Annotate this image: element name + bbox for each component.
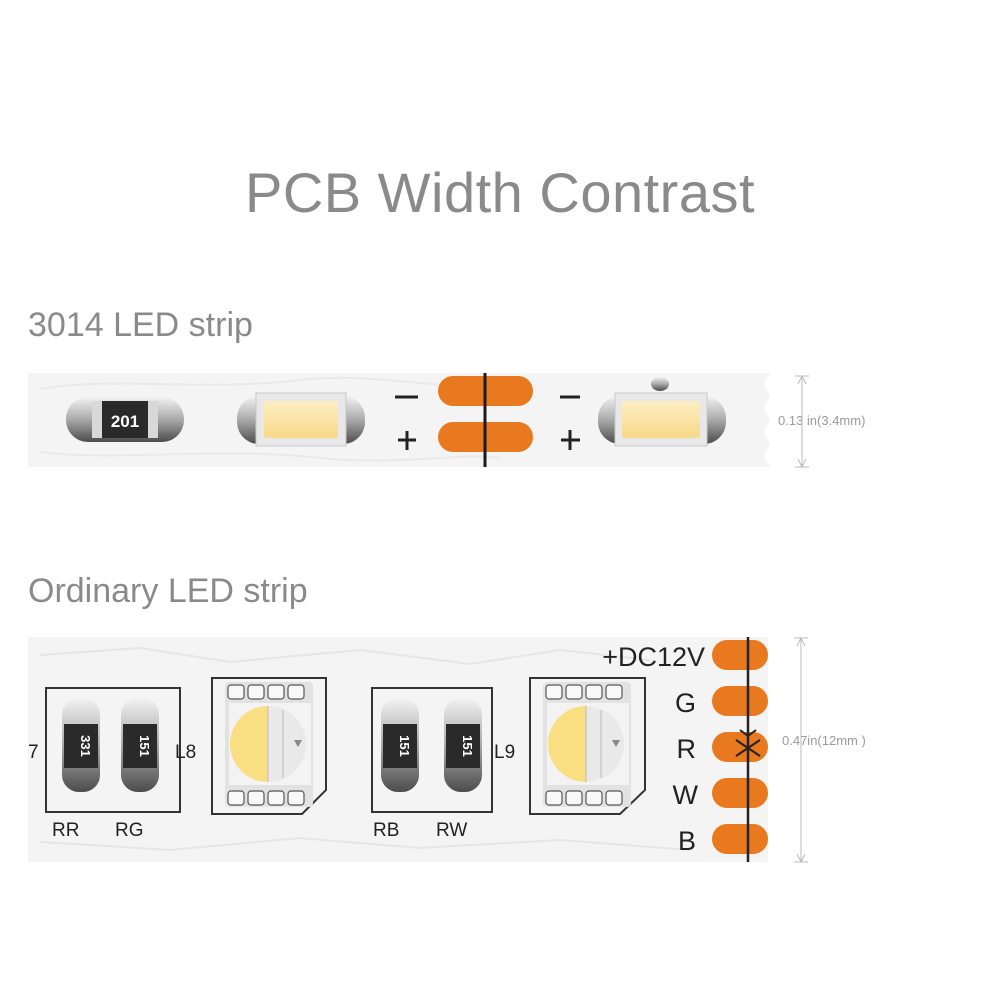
pad-label-b: B xyxy=(678,826,696,856)
plus-icon xyxy=(561,430,580,450)
plus-icon xyxy=(398,431,416,450)
component-outline xyxy=(371,687,493,813)
copper-pads xyxy=(712,637,768,862)
pcb-trace xyxy=(39,451,501,462)
resistor-code: 151 xyxy=(137,735,152,757)
led-label: L8 xyxy=(175,742,196,763)
pad-label-w: W xyxy=(673,780,699,810)
led-label: 7 xyxy=(28,742,39,763)
resistor-151: 151 xyxy=(381,698,419,792)
component-outline xyxy=(45,687,181,813)
resistor-label: RB xyxy=(373,820,399,841)
strip-3014: 201 xyxy=(28,373,809,469)
strip-ordinary-width-label: 0.47in(12mm ) xyxy=(782,733,866,748)
resistor-151: 151 xyxy=(444,698,482,792)
led-5050 xyxy=(543,682,631,807)
pad-label-r: R xyxy=(677,734,697,764)
strip-3014-pcb xyxy=(28,373,770,467)
led-outline xyxy=(211,677,327,815)
resistor-code: 151 xyxy=(397,735,412,757)
resistor-151: 151 xyxy=(121,698,159,792)
resistor-201: 201 xyxy=(66,397,184,442)
pad-label-g: G xyxy=(675,688,696,718)
resistor-label: RG xyxy=(115,820,144,841)
resistor-code: 151 xyxy=(460,735,475,757)
led-5050 xyxy=(225,682,313,807)
pad-label-dc12v: +DC12V xyxy=(602,642,705,672)
strip-ordinary-label: Ordinary LED strip xyxy=(28,572,308,610)
scissors-icon xyxy=(735,729,761,757)
pcb-trace xyxy=(39,646,651,666)
pcb-trace xyxy=(39,836,691,852)
resistor-label: RR xyxy=(52,820,79,841)
led-outline xyxy=(529,677,646,815)
strip-3014-width-label: 0.13 in(3.4mm) xyxy=(778,413,866,428)
width-dimension-ordinary xyxy=(794,636,808,864)
pcb-trace xyxy=(39,376,471,390)
page-title: PCB Width Contrast xyxy=(244,161,756,224)
resistor-201-code: 201 xyxy=(111,412,139,431)
strip-3014-label: 3014 LED strip xyxy=(28,306,253,344)
led-3014 xyxy=(598,377,726,447)
led-label: L9 xyxy=(494,742,515,763)
width-dimension-3014 xyxy=(795,374,809,469)
led-3014 xyxy=(237,392,365,447)
resistor-label: RW xyxy=(436,820,467,841)
cut-pads-3014 xyxy=(395,373,580,467)
strip-ordinary: 331 151 151 151 xyxy=(28,636,808,864)
resistor-331: 331 xyxy=(62,698,100,792)
resistor-code: 331 xyxy=(78,735,93,757)
